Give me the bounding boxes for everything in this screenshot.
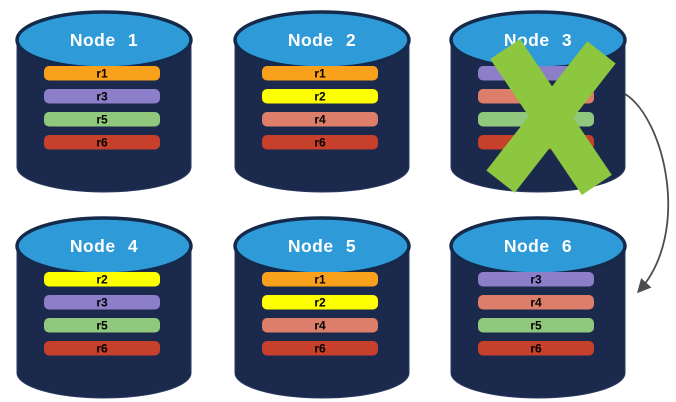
replica-bar-r6	[44, 135, 160, 150]
replica-bar-r3	[44, 89, 160, 104]
replica-label: r2	[314, 296, 326, 310]
replica-bar-r2	[262, 295, 378, 310]
replica-label: r1	[314, 67, 326, 81]
replica-label: r3	[96, 296, 108, 310]
replica-label: r5	[96, 319, 108, 333]
replica-label: r6	[314, 342, 326, 356]
replica-label: r6	[314, 136, 326, 150]
replica-bar-r2	[262, 89, 378, 104]
replica-label: r1	[314, 273, 326, 287]
db-node-6: Node 6 r3 r4 r5 r6	[448, 210, 628, 402]
db-node-3: Node 3r3r4r5r6	[448, 4, 628, 196]
replica-bar-r6	[478, 341, 594, 356]
replica-label: r3	[530, 273, 542, 287]
replica-label: r6	[96, 342, 108, 356]
replica-bar-r5	[44, 318, 160, 333]
replica-bar-r1	[262, 66, 378, 81]
node-title: Node 2	[288, 30, 356, 50]
replica-label: r2	[96, 273, 108, 287]
replica-label: r5	[530, 319, 542, 333]
replica-bar-r3	[44, 295, 160, 310]
replica-label: r6	[530, 342, 542, 356]
db-node-2: Node 2 r1 r2 r4 r6	[232, 4, 412, 196]
failure-x-icon	[486, 38, 616, 196]
replica-label: r4	[314, 113, 326, 127]
replica-bar-r1	[262, 272, 378, 287]
node-title: Node 6	[504, 236, 572, 256]
node-title: Node 1	[70, 30, 138, 50]
failover-arrow-path	[624, 93, 670, 294]
replica-bar-r6	[262, 341, 378, 356]
replica-bar-r3	[478, 272, 594, 287]
replica-bar-r1	[44, 66, 160, 81]
replica-label: r5	[96, 113, 108, 127]
replica-bar-r4	[262, 112, 378, 127]
node-title: Node 4	[70, 236, 138, 256]
db-node-4: Node 4 r2 r3 r5 r6	[14, 210, 194, 402]
replica-bar-r6	[262, 135, 378, 150]
db-node-5: Node 5 r1 r2 r4 r6	[232, 210, 412, 402]
replica-bar-r5	[44, 112, 160, 127]
replica-bar-r2	[44, 272, 160, 287]
node-title: Node 5	[288, 236, 356, 256]
replica-label: r3	[96, 90, 108, 104]
replica-bar-r5	[478, 318, 594, 333]
replica-label: r1	[96, 67, 108, 81]
replica-bar-r4	[262, 318, 378, 333]
replica-bar-r6	[44, 341, 160, 356]
replica-bar-r4	[478, 295, 594, 310]
replica-label: r6	[96, 136, 108, 150]
replica-label: r4	[530, 296, 542, 310]
replica-label: r2	[314, 90, 326, 104]
replica-label: r4	[314, 319, 326, 333]
db-node-1: Node 1 r1 r3 r5 r6	[14, 4, 194, 196]
